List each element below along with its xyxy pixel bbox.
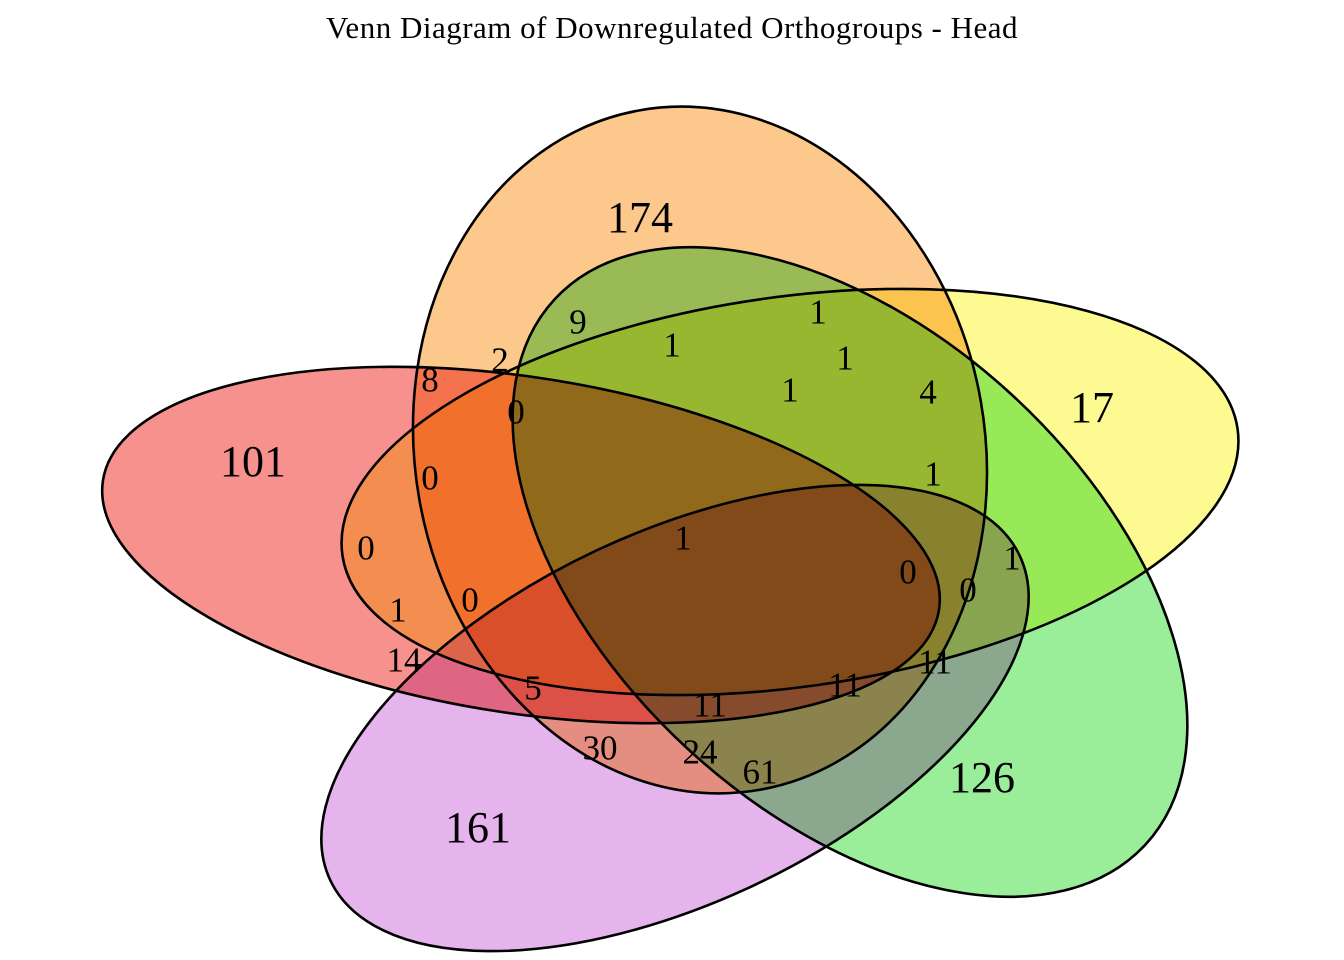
chart-title: Venn Diagram of Downregulated Orthogroup…: [325, 10, 1019, 45]
venn-ellipse-purple: [320, 483, 1030, 953]
